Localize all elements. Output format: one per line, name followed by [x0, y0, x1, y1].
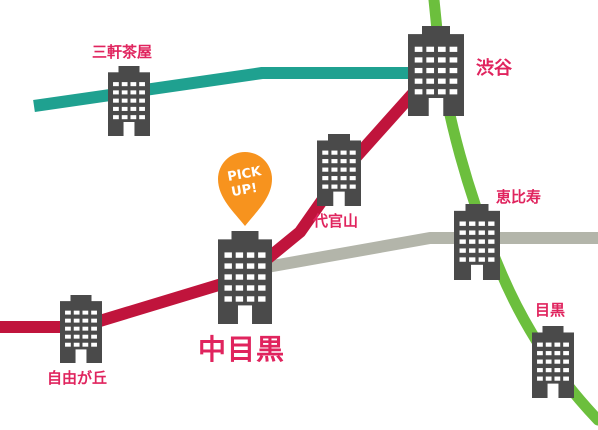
building-icon	[532, 326, 574, 398]
pick-up-badge-shape	[218, 152, 272, 226]
station-label-shibuya: 渋谷	[476, 58, 512, 79]
station-label-nakameguro: 中目黒	[198, 333, 286, 366]
station-label-jiyugaoka: 自由が丘	[47, 369, 108, 387]
station-label-sangenjaya: 三軒茶屋	[92, 43, 153, 61]
station-label-meguro: 目黒	[535, 301, 566, 319]
rail-line-gray	[248, 232, 598, 276]
pick-up-badge-line2: UP!	[230, 181, 258, 200]
building-icon	[408, 26, 464, 116]
map-pin-icon: PICK UP!	[218, 152, 272, 226]
building-icon	[317, 134, 361, 206]
station-label-daikanyama: 代官山	[313, 212, 359, 230]
station-label-ebisu: 恵比寿	[496, 188, 542, 206]
building-icon	[218, 231, 272, 324]
pick-up-badge-line1: PICK	[226, 164, 263, 185]
building-icon	[60, 295, 102, 363]
building-icon	[454, 204, 500, 280]
building-icon	[108, 66, 150, 136]
